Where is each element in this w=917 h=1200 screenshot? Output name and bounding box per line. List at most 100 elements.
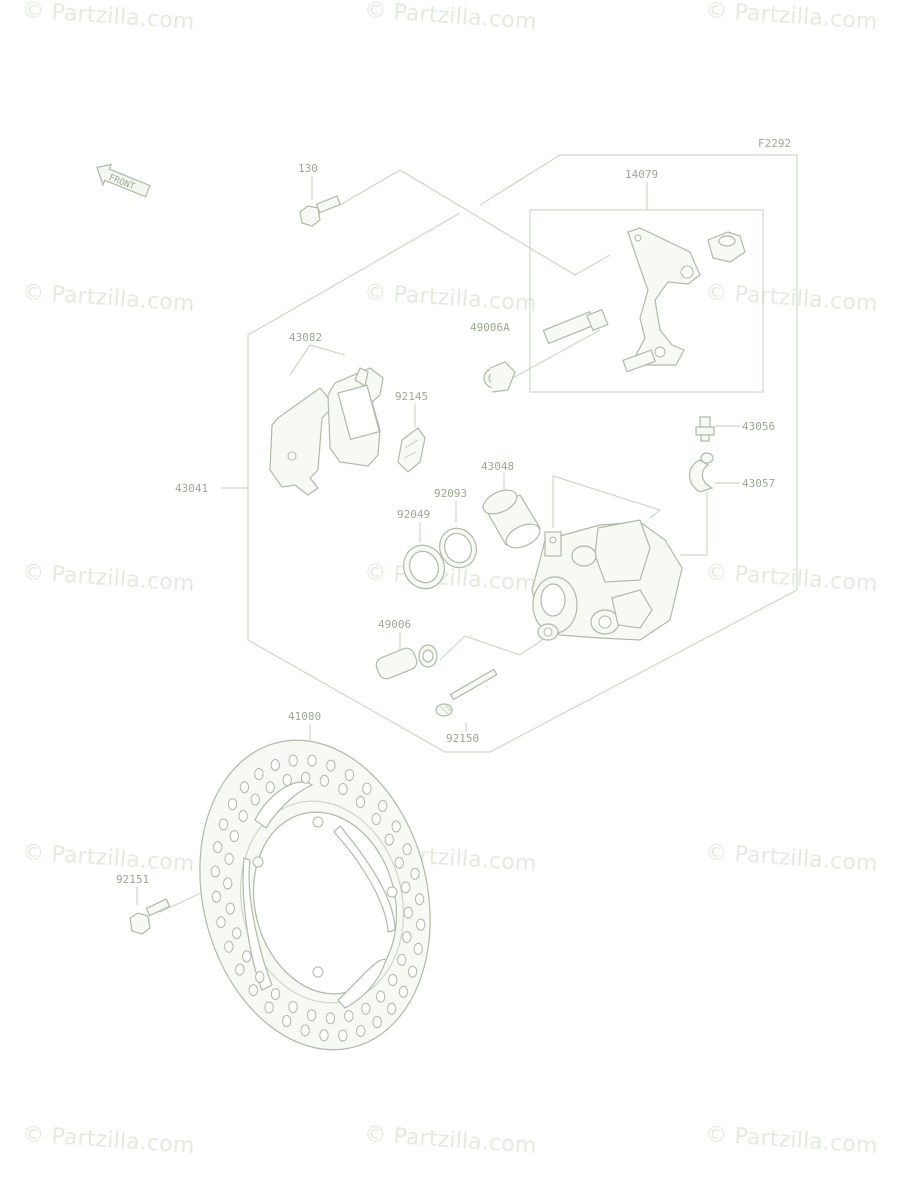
bleeder-valve-43056 bbox=[695, 416, 715, 442]
disc-drill-hole bbox=[224, 940, 234, 953]
disc-drill-hole bbox=[229, 830, 240, 843]
disc-drill-hole bbox=[255, 971, 265, 983]
disc-drill-hole bbox=[414, 893, 425, 906]
leader-caliper-axis bbox=[552, 475, 662, 519]
disc-drill-hole bbox=[264, 1001, 274, 1014]
leader-49006a-axis bbox=[499, 329, 601, 386]
disc-drill-hole bbox=[378, 799, 388, 812]
label-130: 130 bbox=[298, 162, 318, 175]
disc-drill-hole bbox=[384, 833, 394, 846]
disc-drill-hole bbox=[225, 902, 236, 915]
disc-drill-hole bbox=[338, 1029, 348, 1042]
brake-disc-drill-holes bbox=[210, 754, 426, 1042]
label-43056: 43056 bbox=[742, 420, 775, 433]
disc-drill-hole bbox=[242, 950, 252, 963]
leader-130-axis bbox=[339, 169, 611, 276]
pad-spring-92145 bbox=[397, 427, 426, 473]
label-14079: 14079 bbox=[625, 168, 658, 181]
disc-drill-hole bbox=[270, 759, 280, 771]
disc-drill-hole bbox=[410, 867, 420, 880]
label-49006a: 49006A bbox=[470, 321, 510, 334]
boot-49006a bbox=[483, 361, 516, 393]
slide-pin-49006a bbox=[542, 308, 609, 345]
disc-drill-hole bbox=[338, 783, 348, 795]
disc-drill-hole bbox=[325, 1012, 336, 1025]
disc-drill-hole bbox=[362, 782, 372, 795]
disc-drill-hole bbox=[407, 965, 418, 978]
disc-drill-hole bbox=[397, 953, 407, 966]
disc-drill-hole bbox=[238, 810, 248, 822]
label-92049: 92049 bbox=[397, 508, 430, 521]
label-43041: 43041 bbox=[175, 482, 208, 495]
leader-43082 bbox=[289, 344, 311, 376]
label-49006: 49006 bbox=[378, 618, 411, 631]
pin-bolt-92150 bbox=[435, 668, 498, 717]
caliper-body bbox=[531, 519, 683, 641]
disc-drill-hole bbox=[223, 877, 233, 890]
disc-drill-hole bbox=[307, 754, 317, 767]
disc-drill-hole bbox=[361, 1002, 371, 1015]
disc-drill-hole bbox=[300, 1024, 310, 1037]
disc-drill-hole bbox=[326, 759, 336, 772]
label-92151: 92151 bbox=[116, 873, 149, 886]
disc-drill-hole bbox=[281, 1015, 292, 1027]
disc-drill-hole bbox=[270, 988, 281, 1001]
disc-drill-hole bbox=[288, 1001, 298, 1013]
leader-49006-axis bbox=[439, 635, 546, 661]
disc-drill-hole bbox=[388, 974, 398, 986]
disc-drill-hole bbox=[254, 768, 264, 780]
caliper-bracket-14079 bbox=[622, 227, 746, 373]
disc-drill-hole bbox=[398, 985, 409, 998]
piston-seal-92093 bbox=[439, 527, 477, 569]
disc-drill-hole bbox=[300, 771, 311, 784]
label-41080: 41080 bbox=[288, 710, 321, 723]
disc-drill-hole bbox=[372, 1016, 382, 1028]
front-arrow-icon: FRONT bbox=[96, 163, 151, 198]
disc-drill-hole bbox=[224, 852, 234, 865]
brake-pad-outer bbox=[327, 367, 384, 467]
disc-drill-hole bbox=[232, 927, 242, 940]
disc-drill-hole bbox=[356, 1025, 366, 1037]
disc-drill-hole bbox=[344, 1010, 354, 1022]
disc-drill-hole bbox=[391, 820, 401, 833]
disc-drill-hole bbox=[210, 865, 221, 878]
label-43057: 43057 bbox=[742, 477, 775, 490]
label-43082: 43082 bbox=[289, 331, 322, 344]
disc-drill-hole bbox=[248, 984, 259, 997]
disc-drill-hole bbox=[235, 963, 245, 976]
caliper-piston-43048 bbox=[482, 489, 541, 549]
disc-drill-hole bbox=[218, 818, 229, 831]
label-92093: 92093 bbox=[434, 487, 467, 500]
disc-drill-hole bbox=[386, 1002, 397, 1015]
disc-drill-hole bbox=[319, 774, 330, 787]
disc-drill-hole bbox=[306, 1009, 317, 1022]
disc-drill-hole bbox=[344, 769, 355, 781]
leader-43082b bbox=[309, 344, 346, 356]
bleeder-cap-43057 bbox=[688, 452, 714, 493]
label-43048: 43048 bbox=[481, 460, 514, 473]
disc-drill-hole bbox=[402, 843, 412, 856]
dust-seal-92049 bbox=[403, 544, 445, 590]
disc-drill-hole bbox=[403, 906, 413, 919]
figure-code: F2292 bbox=[758, 137, 791, 150]
disc-bolt-92151 bbox=[129, 898, 171, 935]
slide-pin-49006 bbox=[375, 644, 438, 680]
disc-drill-hole bbox=[288, 754, 298, 767]
disc-drill-hole bbox=[227, 798, 238, 811]
brake-pad-inner bbox=[269, 387, 331, 496]
disc-drill-hole bbox=[319, 1029, 329, 1042]
disc-drill-hole bbox=[371, 813, 381, 825]
disc-drill-hole bbox=[416, 918, 426, 931]
disc-drill-hole bbox=[413, 942, 423, 955]
caliper-assembly-frame bbox=[247, 154, 798, 753]
disc-drill-hole bbox=[394, 856, 404, 869]
disc-drill-hole bbox=[355, 795, 366, 808]
disc-drill-hole bbox=[239, 781, 250, 794]
disc-drill-hole bbox=[402, 931, 412, 944]
disc-drill-hole bbox=[216, 916, 226, 929]
bolt-130 bbox=[299, 195, 342, 227]
disc-drill-hole bbox=[250, 793, 261, 806]
label-92150: 92150 bbox=[446, 732, 479, 745]
disc-drill-hole bbox=[376, 990, 386, 1003]
